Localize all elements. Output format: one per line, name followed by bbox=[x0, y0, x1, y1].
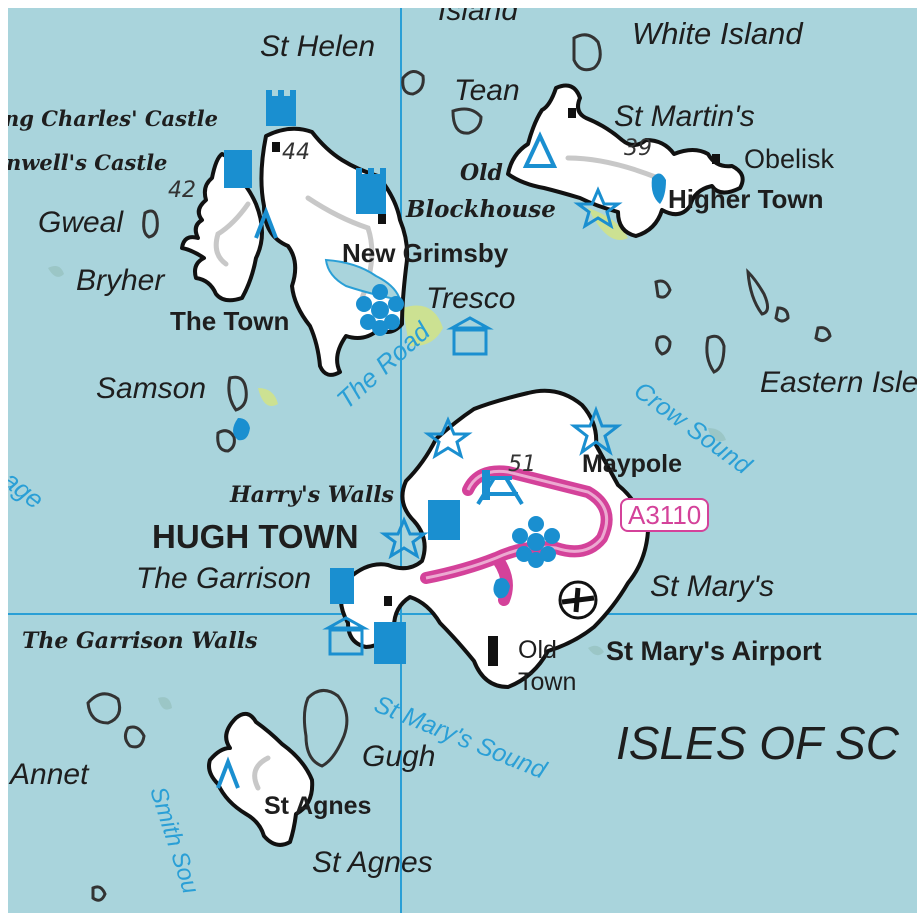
map-graphics bbox=[8, 8, 917, 913]
island-tracks bbox=[213, 155, 661, 791]
lighthouse-icon bbox=[488, 636, 498, 666]
garden-flower-icon bbox=[356, 284, 560, 568]
a3110-road-centre bbox=[425, 469, 609, 580]
label-st-helen: St Helen bbox=[260, 30, 376, 63]
label-harrys-walls: Harry's Walls bbox=[230, 482, 394, 508]
label-annet: Annet bbox=[10, 758, 89, 791]
road-number-a3110: A3110 bbox=[620, 498, 710, 532]
label-gweal: Gweal bbox=[38, 206, 124, 239]
st-martins-island bbox=[506, 83, 745, 238]
label-gugh: Gugh bbox=[362, 740, 436, 773]
label-old-town-old: Old bbox=[518, 636, 557, 664]
label-st-martins: St Martin's bbox=[614, 100, 755, 133]
coastal-rock-shading bbox=[48, 266, 726, 710]
castle-icon bbox=[224, 90, 460, 604]
airport-icon bbox=[558, 580, 598, 620]
museum-icon bbox=[322, 316, 494, 656]
campsite-icon bbox=[216, 131, 558, 789]
label-white-island: White Island bbox=[632, 16, 803, 51]
label-garrison-walls: The Garrison Walls bbox=[22, 628, 258, 654]
label-bryher-height: 42 bbox=[168, 178, 196, 203]
label-king-charles-castle: ng Charles' Castle bbox=[8, 106, 218, 131]
label-st-agnes: St Agnes bbox=[312, 846, 433, 879]
label-island-top: Island bbox=[438, 8, 519, 27]
viewpoint-star-icon bbox=[379, 186, 623, 560]
label-eastern-isles: Eastern Isle bbox=[760, 366, 917, 399]
label-cromwells-castle: nwell's Castle bbox=[8, 150, 168, 175]
label-obelisk: Obelisk bbox=[744, 144, 835, 174]
label-st-marys: St Mary's bbox=[650, 570, 775, 603]
label-blockhouse: Blockhouse bbox=[406, 196, 556, 223]
church-icon bbox=[272, 108, 720, 606]
label-maypole: Maypole bbox=[582, 450, 683, 478]
bryher-island bbox=[180, 152, 264, 303]
label-st-martins-height: 39 bbox=[624, 136, 652, 161]
tourist-blue-marks bbox=[233, 173, 666, 599]
label-old-town-town: Town bbox=[518, 668, 577, 696]
label-tresco-height: 44 bbox=[282, 140, 310, 165]
label-new-grimsby: New Grimsby bbox=[342, 238, 509, 268]
label-st-agnes-village: St Agnes bbox=[264, 792, 372, 820]
label-samson: Samson bbox=[96, 372, 207, 405]
label-st-marys-airport: St Mary's Airport bbox=[606, 636, 822, 666]
label-tresco: Tresco bbox=[426, 282, 516, 315]
label-higher-town: Higher Town bbox=[668, 184, 824, 214]
label-the-garrison: The Garrison bbox=[136, 562, 312, 595]
label-tean: Tean bbox=[454, 74, 520, 107]
label-hugh-town: HUGH TOWN bbox=[152, 518, 359, 555]
information-icon bbox=[374, 622, 406, 664]
map-canvas[interactable]: Island White Island St Helen Tean St Mar… bbox=[8, 8, 917, 913]
st-agnes-island bbox=[207, 711, 315, 847]
label-the-town: The Town bbox=[170, 306, 290, 336]
label-old-blockhouse-old: Old bbox=[460, 160, 503, 186]
label-st-marys-height: 51 bbox=[508, 452, 536, 477]
label-bryher: Bryher bbox=[76, 264, 165, 297]
rocks bbox=[86, 33, 832, 902]
islands bbox=[180, 83, 745, 847]
label-isles-of-scilly: ISLES OF SC bbox=[616, 717, 899, 769]
